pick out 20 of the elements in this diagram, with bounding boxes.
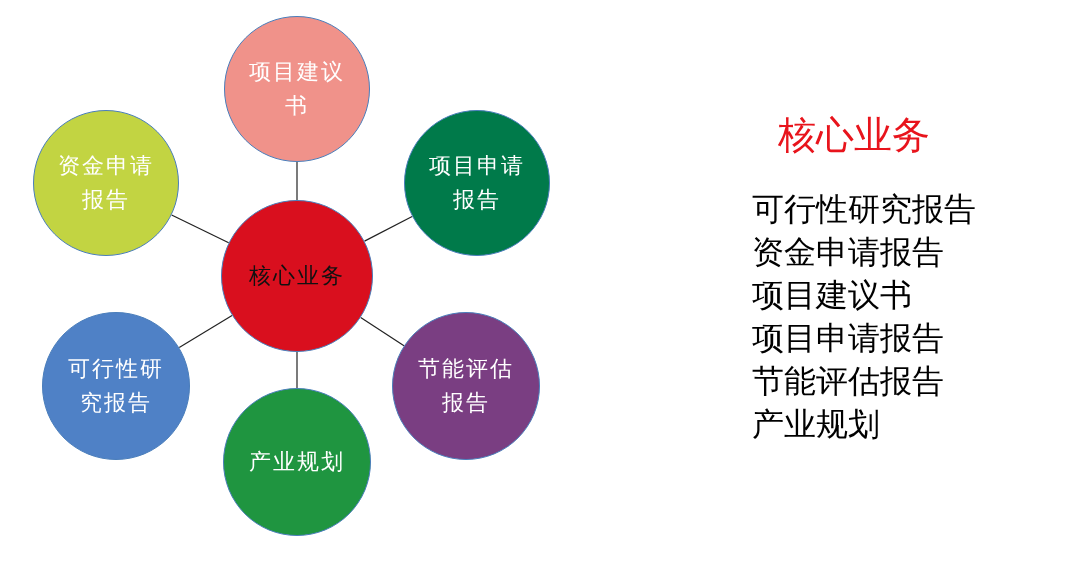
connector-line [296,351,298,389]
list-item: 项目申请报告 [752,318,944,359]
connector-line [363,215,413,242]
list-item: 产业规划 [752,404,880,445]
node-label: 项目申请报告 [428,152,526,214]
connector-line [296,161,298,201]
node-label: 项目建议书 [248,58,346,120]
node-label: 可行性研究报告 [67,355,165,417]
node-label: 节能评估报告 [417,355,515,417]
connector-line [178,314,233,349]
heading: 核心业务 [778,112,930,159]
list-item: 可行性研究报告 [752,189,976,230]
node-label: 资金申请报告 [57,152,155,214]
list-item: 节能评估报告 [752,361,944,402]
list-item: 资金申请报告 [752,232,944,273]
connector-line [360,316,405,347]
list-item: 项目建议书 [752,275,912,316]
node-label: 产业规划 [248,448,346,476]
connector-line [171,214,230,244]
node-label: 核心业务 [248,262,346,290]
